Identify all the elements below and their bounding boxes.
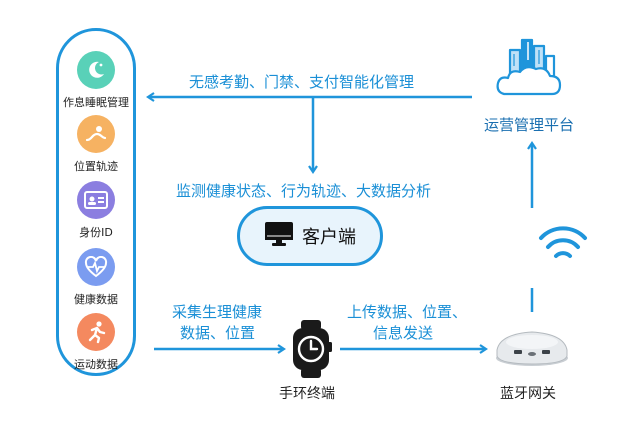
- feature-sleep: 作息睡眠管理: [59, 51, 133, 110]
- bluetooth-gateway-icon: [494, 328, 570, 372]
- feature-exercise: 运动数据: [59, 313, 133, 372]
- feature-health: 健康数据: [59, 248, 133, 307]
- feature-label: 健康数据: [74, 293, 118, 306]
- upload-label-line1: 上传数据、位置、: [347, 303, 468, 321]
- collect-label-line1: 采集生理健康: [172, 303, 263, 321]
- wifi-icon: [539, 226, 587, 258]
- client-label: 客户端: [302, 227, 356, 248]
- top-arrow-label: 无感考勤、门禁、支付智能化管理: [189, 73, 415, 91]
- moon-icon: [77, 51, 115, 89]
- feature-label: 身份ID: [79, 226, 113, 239]
- location-track-icon: [77, 115, 115, 153]
- platform-label: 运营管理平台: [484, 116, 575, 134]
- client-node: 客户端: [237, 206, 383, 266]
- feature-label: 位置轨迹: [74, 160, 118, 173]
- running-icon: [77, 313, 115, 351]
- feature-location: 位置轨迹: [59, 115, 133, 174]
- analysis-label: 监测健康状态、行为轨迹、大数据分析: [176, 182, 432, 200]
- upload-label-line2: 信息发送: [373, 324, 434, 342]
- feature-label: 作息睡眠管理: [63, 96, 129, 109]
- feature-identity: 身份ID: [59, 181, 133, 240]
- monitor-icon: [264, 221, 294, 251]
- heart-rate-icon: [77, 248, 115, 286]
- id-card-icon: [77, 181, 115, 219]
- feature-label: 运动数据: [74, 358, 118, 371]
- watch-label: 手环终端: [279, 386, 335, 402]
- gateway-label: 蓝牙网关: [500, 386, 556, 402]
- cloud-platform-icon: [494, 36, 566, 102]
- smart-watch-icon: [290, 320, 332, 382]
- feature-panel: 作息睡眠管理 位置轨迹 身份ID 健康数据 运动数据: [56, 28, 136, 376]
- collect-label-line2: 数据、位置: [180, 324, 256, 342]
